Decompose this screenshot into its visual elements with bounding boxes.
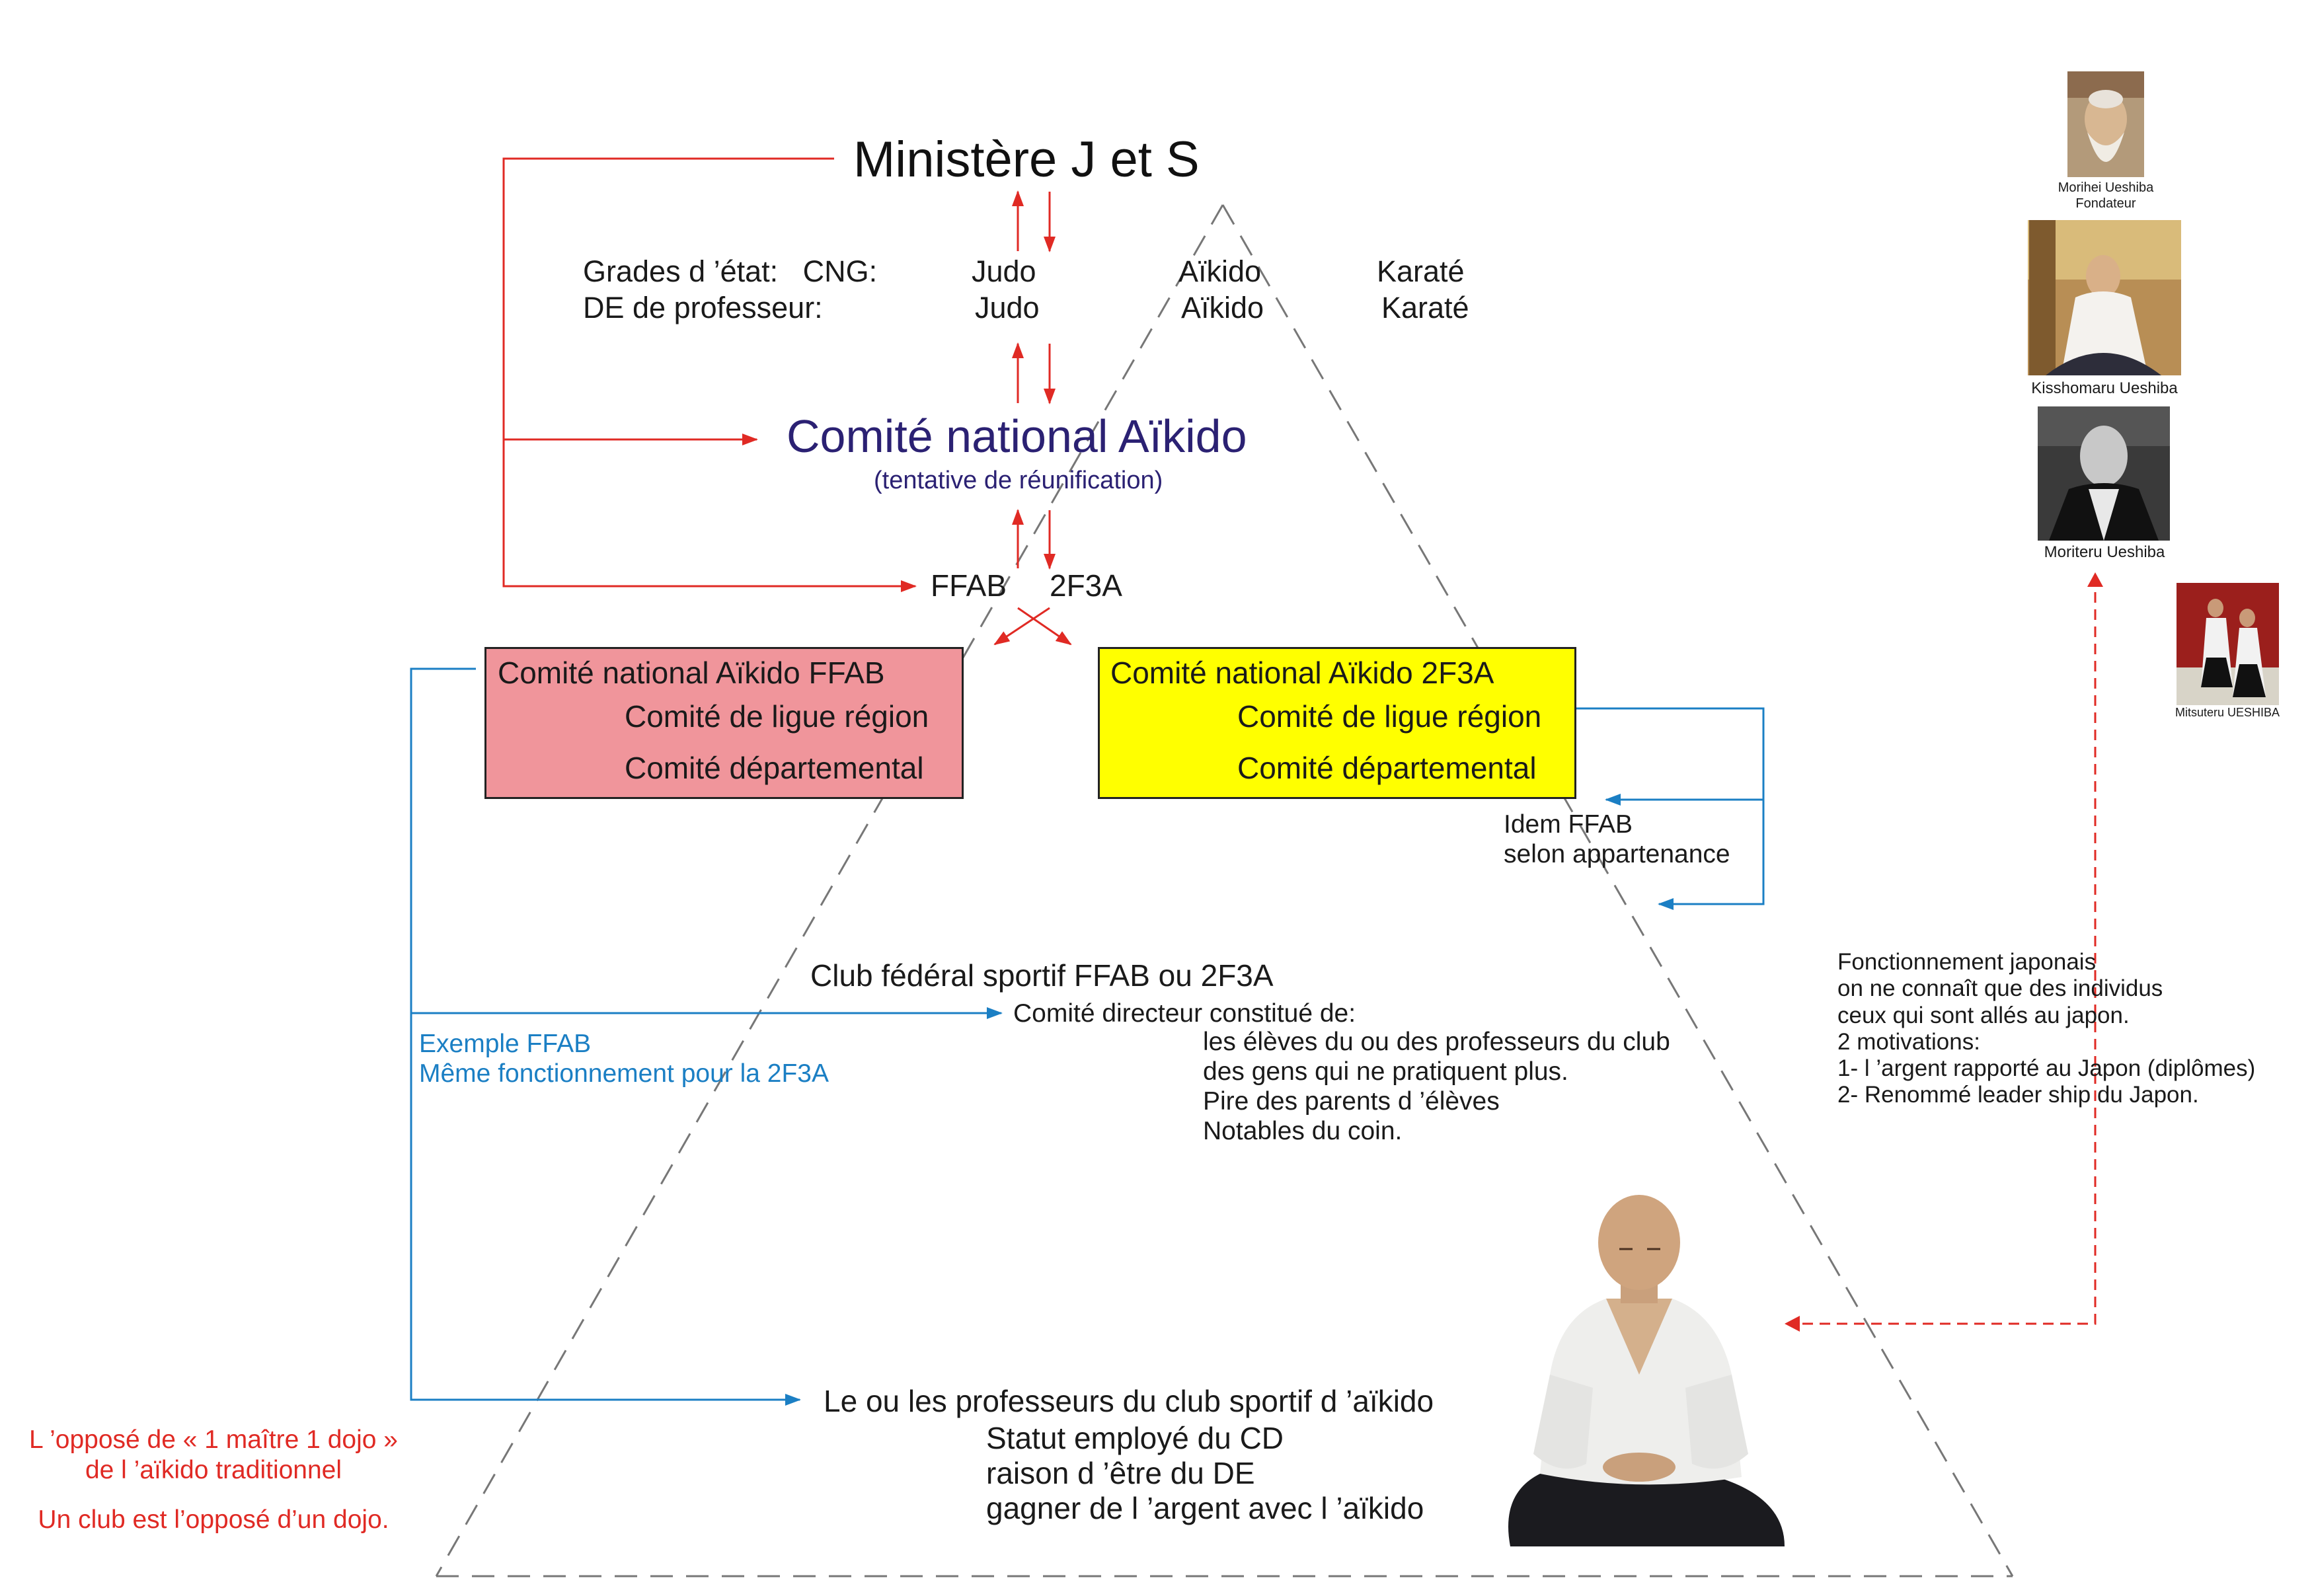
club-member-item: des gens qui ne pratiquent plus. bbox=[1203, 1057, 1568, 1086]
pyramid bbox=[435, 204, 2014, 1577]
grades-row2-karate: Karaté bbox=[1381, 291, 1469, 324]
japan-line: ceux qui sont allés au japon. bbox=[1837, 1002, 2130, 1028]
grades-row1-judo: Judo bbox=[972, 254, 1036, 288]
opposite-line2: de l ’aïkido traditionnel bbox=[85, 1456, 342, 1484]
portrait-morihei bbox=[2067, 71, 2144, 177]
japan-link-head-left bbox=[1785, 1316, 1800, 1332]
grades-row2-label: DE de professeur: bbox=[583, 291, 823, 324]
federation-2f3a: 2F3A bbox=[1050, 568, 1122, 603]
ffab-box-title: Comité national Aïkido FFAB bbox=[498, 656, 885, 690]
federation-ffab: FFAB bbox=[931, 568, 1007, 603]
grades-row1-label: Grades d ’état: CNG: bbox=[583, 254, 878, 288]
portrait-caption-mitsuteru: Mitsuteru UESHIBA bbox=[2175, 706, 2280, 719]
grades-row1-aikido: Aïkido bbox=[1178, 254, 1262, 288]
professors-title: Le ou les professeurs du club sportif d … bbox=[824, 1384, 1434, 1418]
example-lines bbox=[410, 667, 1003, 1406]
ministry-title: Ministère J et S bbox=[853, 132, 1200, 188]
japan-line: 1- l ’argent rapporté au Japon (diplômes… bbox=[1837, 1055, 2256, 1081]
professors-line: raison d ’être du DE bbox=[986, 1455, 1255, 1490]
seated-aikidoka-photo bbox=[1508, 1195, 1785, 1546]
professors-line: gagner de l ’argent avec l ’aïkido bbox=[986, 1490, 1424, 1525]
f2f3a-box-region: Comité de ligue région bbox=[1237, 699, 1542, 734]
f2f3a-committee-box bbox=[1098, 647, 1576, 799]
grades-row2-aikido: Aïkido bbox=[1181, 291, 1264, 324]
grades-row1-karate: Karaté bbox=[1377, 254, 1465, 288]
national-committee-subtitle: (tentative de réunification) bbox=[874, 467, 1163, 494]
ffab-committee-box bbox=[484, 647, 964, 799]
club-title: Club fédéral sportif FFAB ou 2F3A bbox=[810, 958, 1274, 993]
club-committee: Comité directeur constitué de: bbox=[1013, 999, 1356, 1028]
opposite-line1: L ’opposé de « 1 maître 1 dojo » bbox=[29, 1425, 398, 1454]
professors-line: Statut employé du CD bbox=[986, 1421, 1284, 1455]
example-line2: Même fonctionnement pour la 2F3A bbox=[419, 1059, 829, 1088]
vertical-arrows bbox=[1012, 190, 1056, 570]
ffab-box-region: Comité de ligue région bbox=[625, 699, 929, 734]
f2f3a-box-department: Comité départemental bbox=[1237, 751, 1537, 785]
idem-line2: selon appartenance bbox=[1504, 839, 1730, 868]
portrait-mitsuteru bbox=[2177, 583, 2279, 705]
idem-ffab-note: Idem FFAB selon appartenance bbox=[1504, 810, 1730, 870]
portrait-kisshomaru bbox=[2028, 220, 2181, 375]
club-members-list: les élèves du ou des professeurs du club… bbox=[1203, 1028, 1670, 1146]
opposite-line3: Un club est l’opposé d’un dojo. bbox=[38, 1505, 389, 1534]
portrait-caption-morihei: Morihei Ueshiba bbox=[2058, 180, 2154, 195]
example-line1: Exemple FFAB bbox=[419, 1030, 592, 1058]
example-note: Exemple FFAB Même fonctionnement pour la… bbox=[419, 1030, 829, 1089]
cross-arrows bbox=[993, 607, 1072, 646]
club-member-item: les élèves du ou des professeurs du club bbox=[1203, 1028, 1670, 1056]
f2f3a-box-title: Comité national Aïkido 2F3A bbox=[1110, 656, 1494, 690]
ffab-box-department: Comité départemental bbox=[625, 751, 924, 785]
japan-link bbox=[1788, 575, 2097, 1325]
japan-note: Fonctionnement japonais on ne connaît qu… bbox=[1837, 949, 2255, 1109]
portrait-caption-morihei-role: Fondateur bbox=[2075, 196, 2136, 211]
club-member-item: Pire des parents d ’élèves bbox=[1203, 1086, 1500, 1116]
japan-line: 2- Renommé leader ship du Japon. bbox=[1837, 1082, 2199, 1108]
portrait-moriteru bbox=[2038, 406, 2170, 541]
grades-row2-judo: Judo bbox=[975, 291, 1040, 324]
idem-line1: Idem FFAB bbox=[1504, 810, 1633, 839]
idem-bracket bbox=[1576, 707, 1765, 910]
portrait-caption-kisshomaru: Kisshomaru Ueshiba bbox=[2031, 379, 2178, 397]
japan-line: Fonctionnement japonais bbox=[1837, 949, 2097, 975]
japan-line: 2 motivations: bbox=[1837, 1028, 1980, 1055]
japan-line: on ne connaît que des individus bbox=[1837, 975, 2163, 1002]
national-committee-title: Comité national Aïkido bbox=[787, 410, 1247, 462]
portrait-caption-moriteru: Moriteru Ueshiba bbox=[2044, 543, 2165, 561]
japan-link-head-up bbox=[2087, 572, 2103, 587]
ministry-feed-lines bbox=[502, 157, 917, 592]
professors-lines: Statut employé du CD raison d ’être du D… bbox=[986, 1421, 1424, 1526]
club-member-item: Notables du coin. bbox=[1203, 1116, 1403, 1145]
